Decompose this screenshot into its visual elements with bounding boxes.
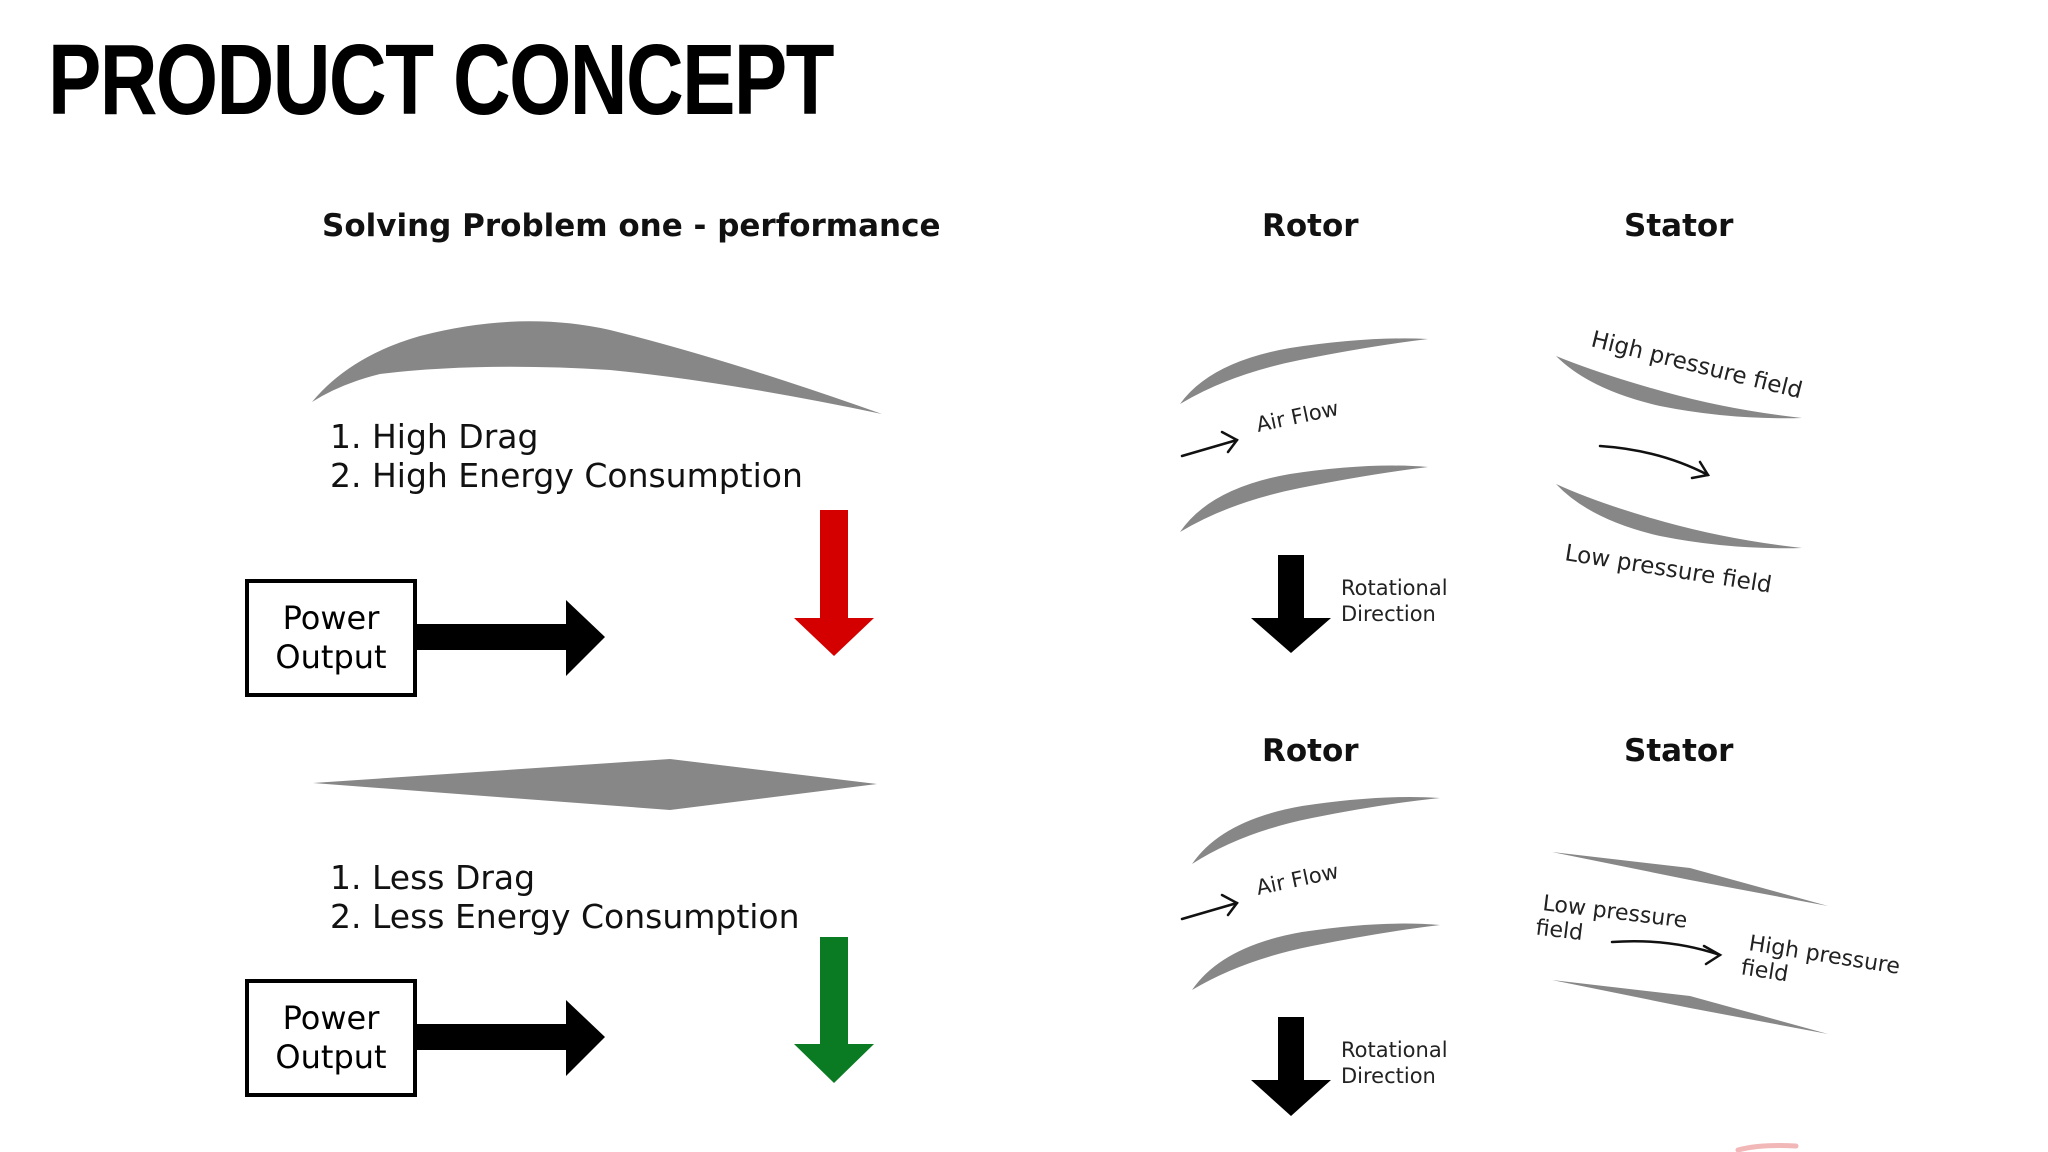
stator-high-pressure-label-bottom: High pressure field: [1739, 931, 1901, 987]
rotation-label-line: Rotational: [1341, 576, 1448, 600]
stator-heading-bottom: Stator: [1624, 733, 1734, 769]
airflow-label-bottom: Air Flow: [1254, 859, 1341, 900]
list-item: 2. High Energy Consumption: [330, 456, 803, 495]
airflow-arrow-icon: [1610, 939, 1723, 966]
rotor-blade: [1192, 797, 1440, 864]
list-item: 1. High Drag: [330, 417, 539, 456]
rotor-heading-bottom: Rotor: [1262, 733, 1359, 769]
rotor-heading-top: Rotor: [1262, 208, 1359, 244]
stator-low-pressure-label-bottom: Low pressure field: [1534, 891, 1688, 946]
rotation-label-top: Rotational Direction: [1341, 575, 1448, 627]
stator-blade: [1552, 852, 1828, 906]
airflow-arrow-icon: [1598, 444, 1711, 480]
stator-blade: [1552, 980, 1828, 1034]
rotor-blade: [1180, 338, 1428, 404]
conventional-airfoil: [312, 321, 882, 414]
power-box-line: Output: [275, 1038, 387, 1076]
decorative-mark: [1735, 1143, 1799, 1152]
power-output-box-bottom: Power Output: [245, 979, 417, 1097]
rotor-blade: [1192, 923, 1440, 990]
stator-low-pressure-label: Low pressure field: [1563, 540, 1773, 598]
conventional-issues-list: 1. High Drag 2. High Energy Consumption: [330, 417, 803, 495]
down-arrow-icon: [1251, 1017, 1331, 1116]
airflow-label-top: Air Flow: [1254, 396, 1341, 437]
power-box-line: Output: [275, 638, 387, 676]
rotor-blade: [1180, 465, 1428, 532]
down-arrow-icon: [794, 937, 874, 1083]
stator-heading-top: Stator: [1624, 208, 1734, 244]
improved-blade: [313, 759, 877, 810]
down-arrow-icon: [794, 510, 874, 656]
airflow-arrow-icon: [1180, 893, 1239, 921]
slide-title: PRODUCT CONCEPT: [48, 24, 835, 136]
rotation-label-line: Direction: [1341, 1064, 1436, 1088]
power-box-line: Power: [282, 999, 380, 1037]
left-panel-heading: Solving Problem one - performance: [322, 208, 941, 244]
stator-blade: [1556, 356, 1802, 419]
power-output-box-top: Power Output: [245, 579, 417, 697]
list-item: 1. Less Drag: [330, 858, 536, 897]
stator-label-line: field: [1534, 915, 1584, 946]
airflow-arrow-icon: [1180, 430, 1239, 458]
rotation-label-bottom: Rotational Direction: [1341, 1037, 1448, 1089]
right-arrow-icon: [417, 600, 605, 676]
rotation-label-line: Direction: [1341, 602, 1436, 626]
list-item: 2. Less Energy Consumption: [330, 897, 800, 936]
right-arrow-icon: [417, 1000, 605, 1076]
power-box-line: Power: [282, 599, 380, 637]
stator-blade: [1556, 484, 1802, 549]
improved-benefits-list: 1. Less Drag 2. Less Energy Consumption: [330, 858, 800, 936]
down-arrow-icon: [1251, 555, 1331, 653]
rotation-label-line: Rotational: [1341, 1038, 1448, 1062]
